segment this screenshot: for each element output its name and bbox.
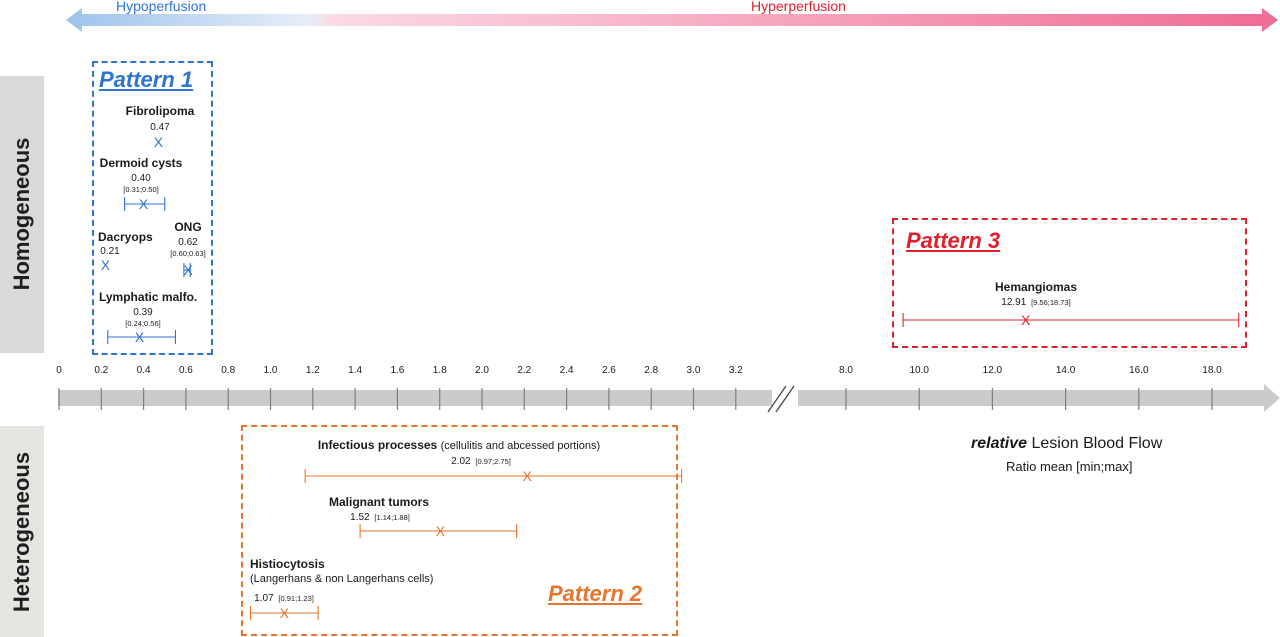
heterogeneous-band	[0, 426, 44, 637]
malignant-name: Malignant tumors	[328, 495, 430, 509]
axis-tick-label: 0	[56, 365, 62, 376]
ong-name: ONG	[174, 220, 202, 234]
axis-tick-label: 8.0	[839, 365, 853, 376]
axis-title-rest: Lesion Blood Flow	[1031, 435, 1163, 452]
histiocytosis-error-bar: X	[249, 605, 319, 621]
axis-tick-label: 10.0	[909, 365, 929, 376]
dermoid-mean-marker: X	[139, 196, 149, 212]
dacryops-error-bar: X	[101, 257, 111, 273]
fibrolipoma-name: Fibrolipoma	[125, 104, 195, 118]
pattern-1-box	[92, 61, 213, 355]
ong-range: [0.60;0.63]	[170, 249, 206, 258]
hemangiomas-name: Hemangiomas	[994, 280, 1078, 294]
axis-tick-label: 18.0	[1202, 365, 1222, 376]
infectious-mean: 2.02	[451, 456, 471, 467]
axis-tick-label: 16.0	[1129, 365, 1149, 376]
axis-tick-label: 2.6	[601, 365, 616, 376]
axis-tick-label: 12.0	[982, 365, 1003, 376]
ong-error-bar: X	[183, 262, 193, 278]
infectious-heading: Infectious processes (cellulitis and abc…	[318, 438, 600, 452]
pattern-2-box	[241, 425, 678, 636]
infectious-range: [0.97;2.75]	[475, 457, 511, 466]
malignant-range: [1.14;1.88]	[374, 513, 410, 522]
infectious-note: (cellulitis and abcessed portions)	[440, 440, 601, 452]
ong-mean-marker: X	[183, 262, 193, 278]
infectious-mean-marker: X	[523, 468, 533, 484]
infectious-value-line: 2.02 [0.97;2.75]	[451, 456, 511, 467]
fibrolipoma-error-bar: X	[154, 134, 164, 150]
axis-break	[767, 385, 798, 413]
dacryops-mean-marker: X	[101, 257, 111, 273]
hemangiomas-range: [9.56;18.73]	[1031, 298, 1071, 307]
axis-tick-label: 0.8	[221, 365, 236, 376]
malignant-mean: 1.52	[350, 512, 370, 523]
hemangiomas-error-bar: X	[902, 312, 1240, 328]
histiocytosis-mean-marker: X	[280, 605, 290, 621]
malignant-value-line: 1.52 [1.14;1.88]	[350, 512, 410, 523]
pattern-1-title: Pattern 1	[99, 67, 194, 92]
axis-tick-label: 0.4	[136, 365, 151, 376]
fibrolipoma-mean-marker: X	[154, 134, 164, 150]
dacryops-name: Dacryops	[98, 230, 153, 244]
pattern-3-box	[892, 218, 1247, 348]
axis-arrow	[58, 384, 1280, 413]
axis-tick-label: 2.0	[475, 365, 489, 376]
pattern-2-title: Pattern 2	[548, 581, 643, 606]
hyperperfusion-label: Hyperperfusion	[751, 0, 846, 14]
histiocytosis-mean: 1.07	[254, 593, 274, 604]
dacryops-mean: 0.21	[100, 246, 120, 257]
lymphatic-error-bar: X	[107, 329, 176, 345]
axis-subtitle: Ratio mean [min;max]	[1006, 459, 1133, 474]
axis-tick-label: 1.0	[263, 365, 278, 376]
axis-tick-label: 3.2	[728, 365, 743, 376]
axis-title-italic: relative	[971, 435, 1028, 452]
infectious-name: Infectious processes	[317, 438, 438, 452]
infectious-error-bar: X	[304, 468, 683, 484]
axis-tick-label: 1.4	[348, 365, 363, 376]
ong-mean: 0.62	[178, 237, 198, 248]
axis-tick-label: 3.0	[686, 365, 701, 376]
homogeneous-band	[0, 76, 44, 353]
pattern-3-title: Pattern 3	[906, 228, 1001, 253]
fibrolipoma-mean: 0.47	[150, 122, 170, 133]
axis-tick-label: 0.6	[178, 365, 193, 376]
axis-tick-label: 2.4	[559, 365, 574, 376]
hemangiomas-mean: 12.91	[1001, 297, 1027, 308]
histiocytosis-range: [0.91;1.23]	[278, 594, 314, 603]
hemangiomas-mean-marker: X	[1021, 312, 1031, 328]
axis-tick-label: 2.8	[644, 365, 659, 376]
axis-tick-label: 0.2	[94, 365, 109, 376]
dermoid-mean: 0.40	[131, 173, 151, 184]
axis-tick-label: 1.2	[305, 365, 320, 376]
lymphatic-mean-marker: X	[135, 329, 145, 345]
axis-title: relative Lesion Blood Flow	[971, 435, 1162, 453]
lymphatic-range: [0.24;0.56]	[125, 319, 161, 328]
axis-tick-label: 1.6	[390, 365, 405, 376]
axis-tick-label: 2.2	[517, 365, 532, 376]
lymphatic-mean: 0.39	[133, 307, 153, 318]
dermoid-error-bar: X	[124, 196, 166, 212]
axis-tick-label: 14.0	[1055, 365, 1076, 376]
histiocytosis-name: Histiocytosis	[250, 557, 325, 571]
malignant-mean-marker: X	[436, 523, 446, 539]
axis-tick-label: 1.8	[432, 365, 447, 376]
dermoid-name: Dermoid cysts	[99, 156, 183, 170]
dermoid-range: [0.31;0.50]	[123, 185, 159, 194]
malignant-error-bar: X	[359, 523, 518, 539]
histiocytosis-value-line: 1.07 [0.91;1.23]	[254, 593, 314, 604]
hemangiomas-value-line: 12.91 [9.56;18.73]	[1001, 297, 1070, 308]
lymphatic-name: Lymphatic malfo.	[99, 290, 198, 304]
hypoperfusion-label: Hypoperfusion	[116, 0, 207, 14]
histiocytosis-note: (Langerhans & non Langerhans cells)	[250, 573, 434, 585]
perfusion-double-arrow	[66, 8, 1278, 32]
